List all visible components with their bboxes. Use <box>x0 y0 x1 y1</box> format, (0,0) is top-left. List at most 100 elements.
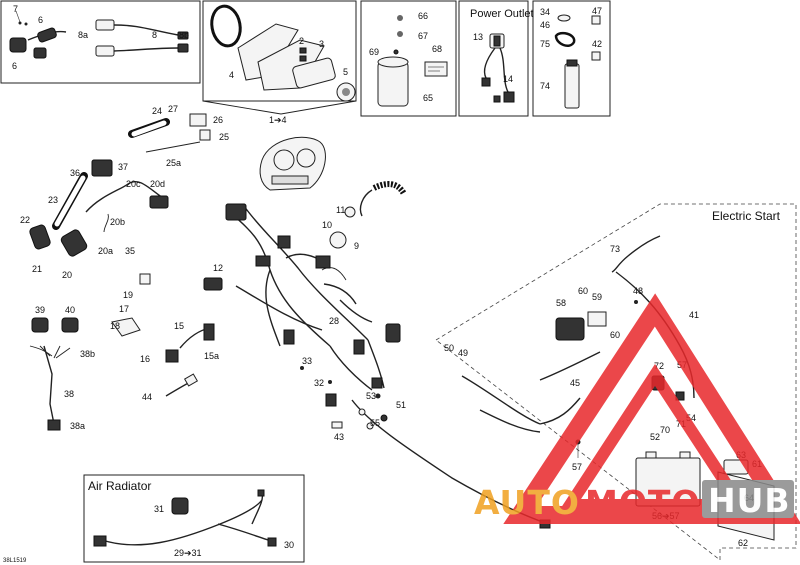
instrument-cluster-panel <box>202 0 357 102</box>
callout-label: 60 <box>610 330 620 340</box>
callout-label: 24 <box>152 106 162 116</box>
callout-label: 38b <box>80 349 95 359</box>
callout-label: 11 <box>336 205 345 215</box>
callout-label: 25a <box>166 158 181 168</box>
callout-label: 22 <box>20 215 30 225</box>
callout-label: 8a <box>78 30 88 40</box>
callout-label: 68 <box>432 44 442 54</box>
callout-label: 20c <box>126 179 141 189</box>
callout-label: 4 <box>229 70 234 80</box>
callout-label: 52 <box>650 432 660 442</box>
callout-label: 53 <box>366 391 376 401</box>
callout-label: 46 <box>540 20 550 30</box>
callout-label: 27 <box>168 104 178 114</box>
callout-label: 47 <box>592 6 602 16</box>
callout-label: 35 <box>125 246 135 256</box>
callout-label: 45 <box>570 378 580 388</box>
battery-panel <box>360 0 457 117</box>
callout-label: 65 <box>423 93 433 103</box>
callout-label: 8b <box>179 30 189 40</box>
callout-label: 16 <box>140 354 150 364</box>
callout-label: 25 <box>219 132 229 142</box>
callout-label: 75 <box>540 39 550 49</box>
callout-label: 36 <box>70 168 80 178</box>
callout-label: 73 <box>610 244 620 254</box>
callout-label: 12 <box>213 263 223 273</box>
callout-label: 34 <box>540 7 550 17</box>
callout-label: 39 <box>35 305 45 315</box>
callout-label: 1➔4 <box>269 115 287 125</box>
main-wiring-harness <box>29 113 551 529</box>
callout-label: 38 <box>64 389 74 399</box>
callout-label: 33 <box>302 356 312 366</box>
callout-label: 8 <box>152 30 157 40</box>
callout-label: 41 <box>689 310 699 320</box>
consumables-panel <box>532 0 611 117</box>
callout-label: 42 <box>592 39 602 49</box>
callout-label: 10 <box>322 220 332 230</box>
callout-label: 15 <box>174 321 184 331</box>
callout-label: 69 <box>369 47 379 57</box>
callout-label: 72 <box>654 361 664 371</box>
callout-label: 44 <box>142 392 152 402</box>
callout-label: 3 <box>319 39 324 49</box>
callout-label: 20d <box>150 179 165 189</box>
callout-label: 51 <box>396 400 406 410</box>
callout-label: 49 <box>458 348 468 358</box>
top-left-panel <box>0 0 201 84</box>
callout-label: 62 <box>738 538 748 548</box>
callout-label: 67 <box>418 31 428 41</box>
callout-label: 37 <box>118 162 128 172</box>
callout-label: 55 <box>370 418 380 428</box>
callout-label: 66 <box>418 11 428 21</box>
callout-label: 31 <box>154 504 164 514</box>
callout-label: 6 <box>12 61 17 71</box>
callout-label: 59 <box>592 292 602 302</box>
reference-code: 38L1519 <box>3 558 27 564</box>
callout-label: 18 <box>110 321 120 331</box>
callout-label: 32 <box>314 378 324 388</box>
electric-start-title: Electric Start <box>712 209 781 223</box>
air-radiator-title: Air Radiator <box>88 479 151 493</box>
callout-label: 38a <box>70 421 85 431</box>
callout-label: 74 <box>540 81 550 91</box>
callout-label: 48 <box>633 286 643 296</box>
watermark-logo: AUTO MOTO HUB <box>474 293 800 524</box>
callout-label: 21 <box>32 264 42 274</box>
callout-label: 30 <box>284 540 294 550</box>
callout-label: 9 <box>354 241 359 251</box>
callout-label: 5 <box>343 67 348 77</box>
watermark-moto: MOTO <box>585 483 700 522</box>
switch-harness-38 <box>29 317 79 431</box>
callout-label: 14 <box>503 74 513 84</box>
callout-label: 70 <box>660 425 670 435</box>
callout-label: 19 <box>123 290 133 300</box>
power-outlet-panel <box>458 0 529 117</box>
callout-label: 7 <box>13 4 18 14</box>
callout-label: 6 <box>38 15 43 25</box>
callout-label: 40 <box>65 305 75 315</box>
callout-label: 17 <box>119 304 129 314</box>
callout-label: 28 <box>329 316 339 326</box>
watermark-auto: AUTO <box>474 483 580 522</box>
callout-label: 2 <box>299 36 304 46</box>
watermark-hub: HUB <box>708 481 791 520</box>
callout-label: 26 <box>213 115 223 125</box>
callout-label: 43 <box>334 432 344 442</box>
callout-label: 29➔31 <box>174 548 202 558</box>
power-outlet-title: Power Outlet <box>470 8 534 20</box>
callout-label: 60 <box>578 286 588 296</box>
callout-label: 20a <box>98 246 113 256</box>
callout-label: 50 <box>444 343 454 353</box>
callout-label: 15a <box>204 351 219 361</box>
air-radiator-section <box>83 474 305 563</box>
callout-label: 13 <box>473 32 483 42</box>
switch-part <box>9 37 27 53</box>
callout-label: 20b <box>110 217 125 227</box>
callout-label: 20 <box>62 270 72 280</box>
callout-label: 54 <box>686 413 696 423</box>
callout-label: 58 <box>556 298 566 308</box>
callout-label: 57 <box>572 462 582 472</box>
callout-label: 23 <box>48 195 58 205</box>
